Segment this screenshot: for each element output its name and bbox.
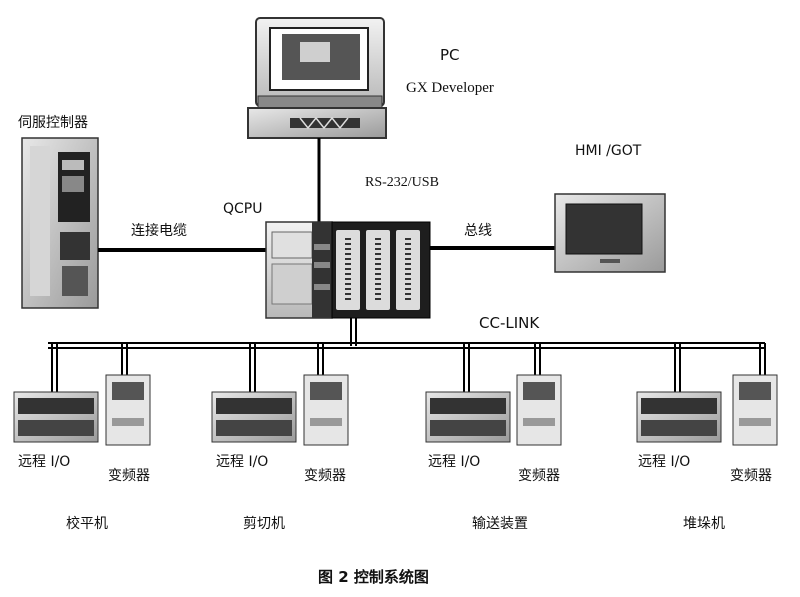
plc-rack xyxy=(265,221,431,319)
hmi-got-panel xyxy=(554,193,666,273)
figure-caption: 图 2 控制系统图 xyxy=(318,568,429,586)
bus-label: 总线 xyxy=(464,223,492,239)
inverter-label: 变频器 xyxy=(304,468,346,484)
pc-computer xyxy=(247,17,387,139)
cclink-bus xyxy=(48,342,765,349)
pc-label: PC xyxy=(440,46,460,64)
station-name: 堆垛机 xyxy=(683,516,725,532)
remote-io-label: 远程 I/O xyxy=(428,454,481,470)
gx-developer-label: GX Developer xyxy=(406,80,494,96)
remote-io-device xyxy=(425,391,511,443)
inverter-device xyxy=(105,374,151,446)
remote-io-label: 远程 I/O xyxy=(638,454,691,470)
station-name: 剪切机 xyxy=(243,516,285,532)
inverter-device xyxy=(303,374,349,446)
remote-io-device xyxy=(636,391,722,443)
qcpu-label: QCPU xyxy=(223,201,263,217)
remote-io-device xyxy=(211,391,297,443)
remote-io-label: 远程 I/O xyxy=(216,454,269,470)
cclink-label: CC-LINK xyxy=(479,314,540,332)
remote-io-device xyxy=(13,391,99,443)
cclink-drops xyxy=(51,343,766,394)
inverter-label: 变频器 xyxy=(518,468,560,484)
inverter-device xyxy=(732,374,778,446)
station-name: 校平机 xyxy=(66,516,108,532)
remote-io-label: 远程 I/O xyxy=(18,454,71,470)
inverter-label: 变频器 xyxy=(730,468,772,484)
station-name: 输送装置 xyxy=(472,516,528,532)
inverter-device xyxy=(516,374,562,446)
cable-label: 连接电缆 xyxy=(131,223,187,239)
servo-controller xyxy=(21,137,99,309)
servo-label: 伺服控制器 xyxy=(18,115,88,131)
inverter-label: 变频器 xyxy=(108,468,150,484)
hmi-label: HMI /GOT xyxy=(575,143,642,159)
rs232-label: RS-232/USB xyxy=(365,175,439,190)
